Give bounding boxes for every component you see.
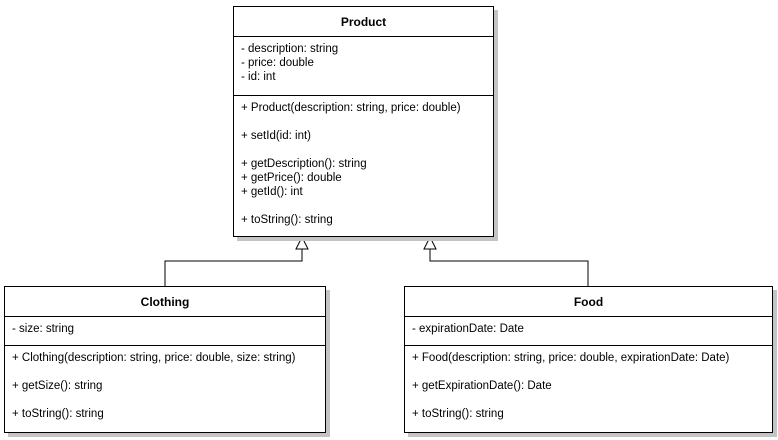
product-attribute: - description: string (241, 43, 339, 55)
clothing-method: + getSize(): string (12, 380, 103, 392)
product-method: + getId(): int (241, 186, 303, 198)
food-method: + Food(description: string, price: doubl… (412, 352, 730, 364)
food-attributes: - expirationDate: Date (405, 317, 772, 346)
product-method: + toString(): string (241, 214, 333, 226)
clothing-attribute: - size: string (12, 323, 74, 335)
clothing-class-box[interactable]: Clothing - size: string + Clothing(descr… (4, 286, 326, 433)
clothing-methods: + Clothing(description: string, price: d… (5, 346, 325, 421)
clothing-to-product-line (164, 249, 303, 286)
product-method: + setId(id: int) (241, 130, 311, 142)
food-to-product-line (429, 249, 589, 286)
clothing-generalization-arrowhead (295, 235, 309, 250)
clothing-attributes: - size: string (5, 317, 325, 346)
clothing-class-name: Clothing (5, 287, 325, 317)
product-method: + getDescription(): string (241, 158, 367, 170)
product-class-name: Product (234, 7, 493, 37)
food-method: + getExpirationDate(): Date (412, 380, 552, 392)
food-method: + toString(): string (412, 408, 504, 420)
food-attribute: - expirationDate: Date (412, 323, 524, 335)
product-class-box[interactable]: Product - description: string - price: d… (233, 6, 494, 237)
product-method: + getPrice(): double (241, 172, 342, 184)
food-methods: + Food(description: string, price: doubl… (405, 346, 772, 421)
product-methods: + Product(description: string, price: do… (234, 96, 493, 227)
food-generalization-arrowhead (423, 235, 437, 250)
product-method: + Product(description: string, price: do… (241, 102, 461, 114)
product-attribute: - id: int (241, 71, 276, 83)
product-attributes: - description: string - price: double - … (234, 37, 493, 96)
clothing-method: + toString(): string (12, 408, 104, 420)
food-class-box[interactable]: Food - expirationDate: Date + Food(descr… (404, 286, 773, 433)
product-attribute: - price: double (241, 57, 314, 69)
food-class-name: Food (405, 287, 772, 317)
clothing-method: + Clothing(description: string, price: d… (12, 352, 296, 364)
